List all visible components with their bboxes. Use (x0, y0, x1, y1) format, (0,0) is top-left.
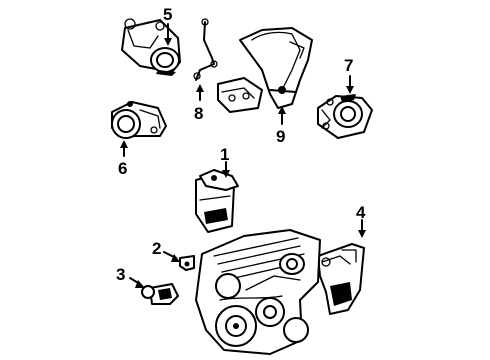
small-clip-bracket (179, 255, 195, 271)
mount-bracket-rod (193, 18, 218, 81)
callout-1: 1 (220, 145, 229, 164)
transmission-mount-bracket (217, 27, 313, 113)
leader-arrow-6 (120, 140, 128, 157)
side-mount-bracket (317, 243, 365, 315)
engine-bracket (195, 169, 239, 233)
callout-4: 4 (356, 203, 366, 222)
leader-arrow-1 (222, 161, 230, 178)
callout-5: 5 (163, 5, 172, 24)
callout-2: 2 (152, 239, 161, 258)
leader-arrow-5 (164, 23, 172, 46)
callout-3: 3 (116, 265, 125, 284)
leader-arrow-2 (163, 251, 180, 262)
callout-7: 7 (344, 56, 353, 75)
leader-arrow-9 (278, 106, 286, 125)
upper-engine-mount (121, 18, 181, 76)
leader-arrow-3 (129, 277, 145, 288)
sensor-mount (141, 283, 179, 305)
leader-arrows (120, 23, 366, 288)
engine-block (195, 229, 321, 355)
callout-9: 9 (276, 127, 285, 146)
callout-8: 8 (194, 104, 203, 123)
leader-arrow-8 (196, 84, 204, 101)
leader-arrow-4 (358, 219, 366, 238)
front-engine-mount (111, 101, 167, 139)
callout-6: 6 (118, 159, 127, 178)
leader-arrow-7 (346, 75, 354, 94)
rear-transmission-mount (317, 94, 373, 139)
